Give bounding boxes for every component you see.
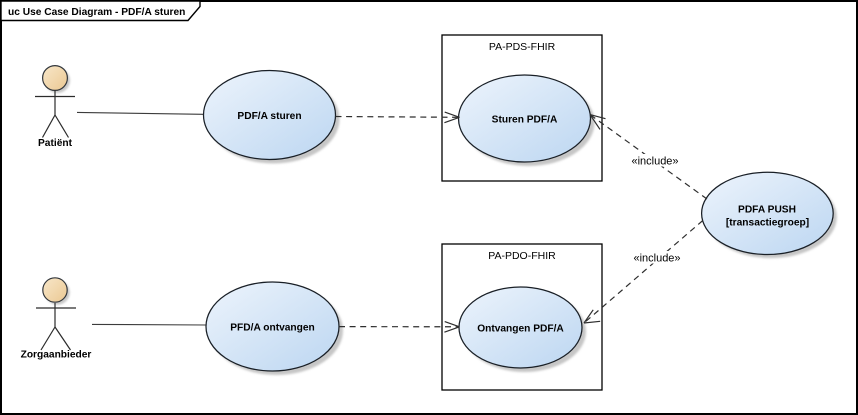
svg-text:Sturen PDF/A: Sturen PDF/A <box>492 115 558 126</box>
svg-text:PDF/A sturen: PDF/A sturen <box>237 111 301 122</box>
svg-text:Patiënt: Patiënt <box>38 138 73 149</box>
svg-text:PA-PDS-FHIR: PA-PDS-FHIR <box>489 41 556 53</box>
svg-text:Ontvangen PDF/A: Ontvangen PDF/A <box>477 324 564 335</box>
svg-text:PDFA PUSH: PDFA PUSH <box>738 204 796 215</box>
svg-text:«include»: «include» <box>633 253 680 265</box>
svg-text:Zorgaanbieder: Zorgaanbieder <box>21 350 92 361</box>
svg-text:PFD/A ontvangen: PFD/A ontvangen <box>230 323 315 334</box>
svg-text:«include»: «include» <box>631 156 678 168</box>
svg-text:uc Use Case Diagram - PDF/A st: uc Use Case Diagram - PDF/A sturen <box>8 7 185 18</box>
svg-text:PA-PDO-FHIR: PA-PDO-FHIR <box>488 250 556 262</box>
svg-text:[transactiegroep]: [transactiegroep] <box>726 217 809 228</box>
